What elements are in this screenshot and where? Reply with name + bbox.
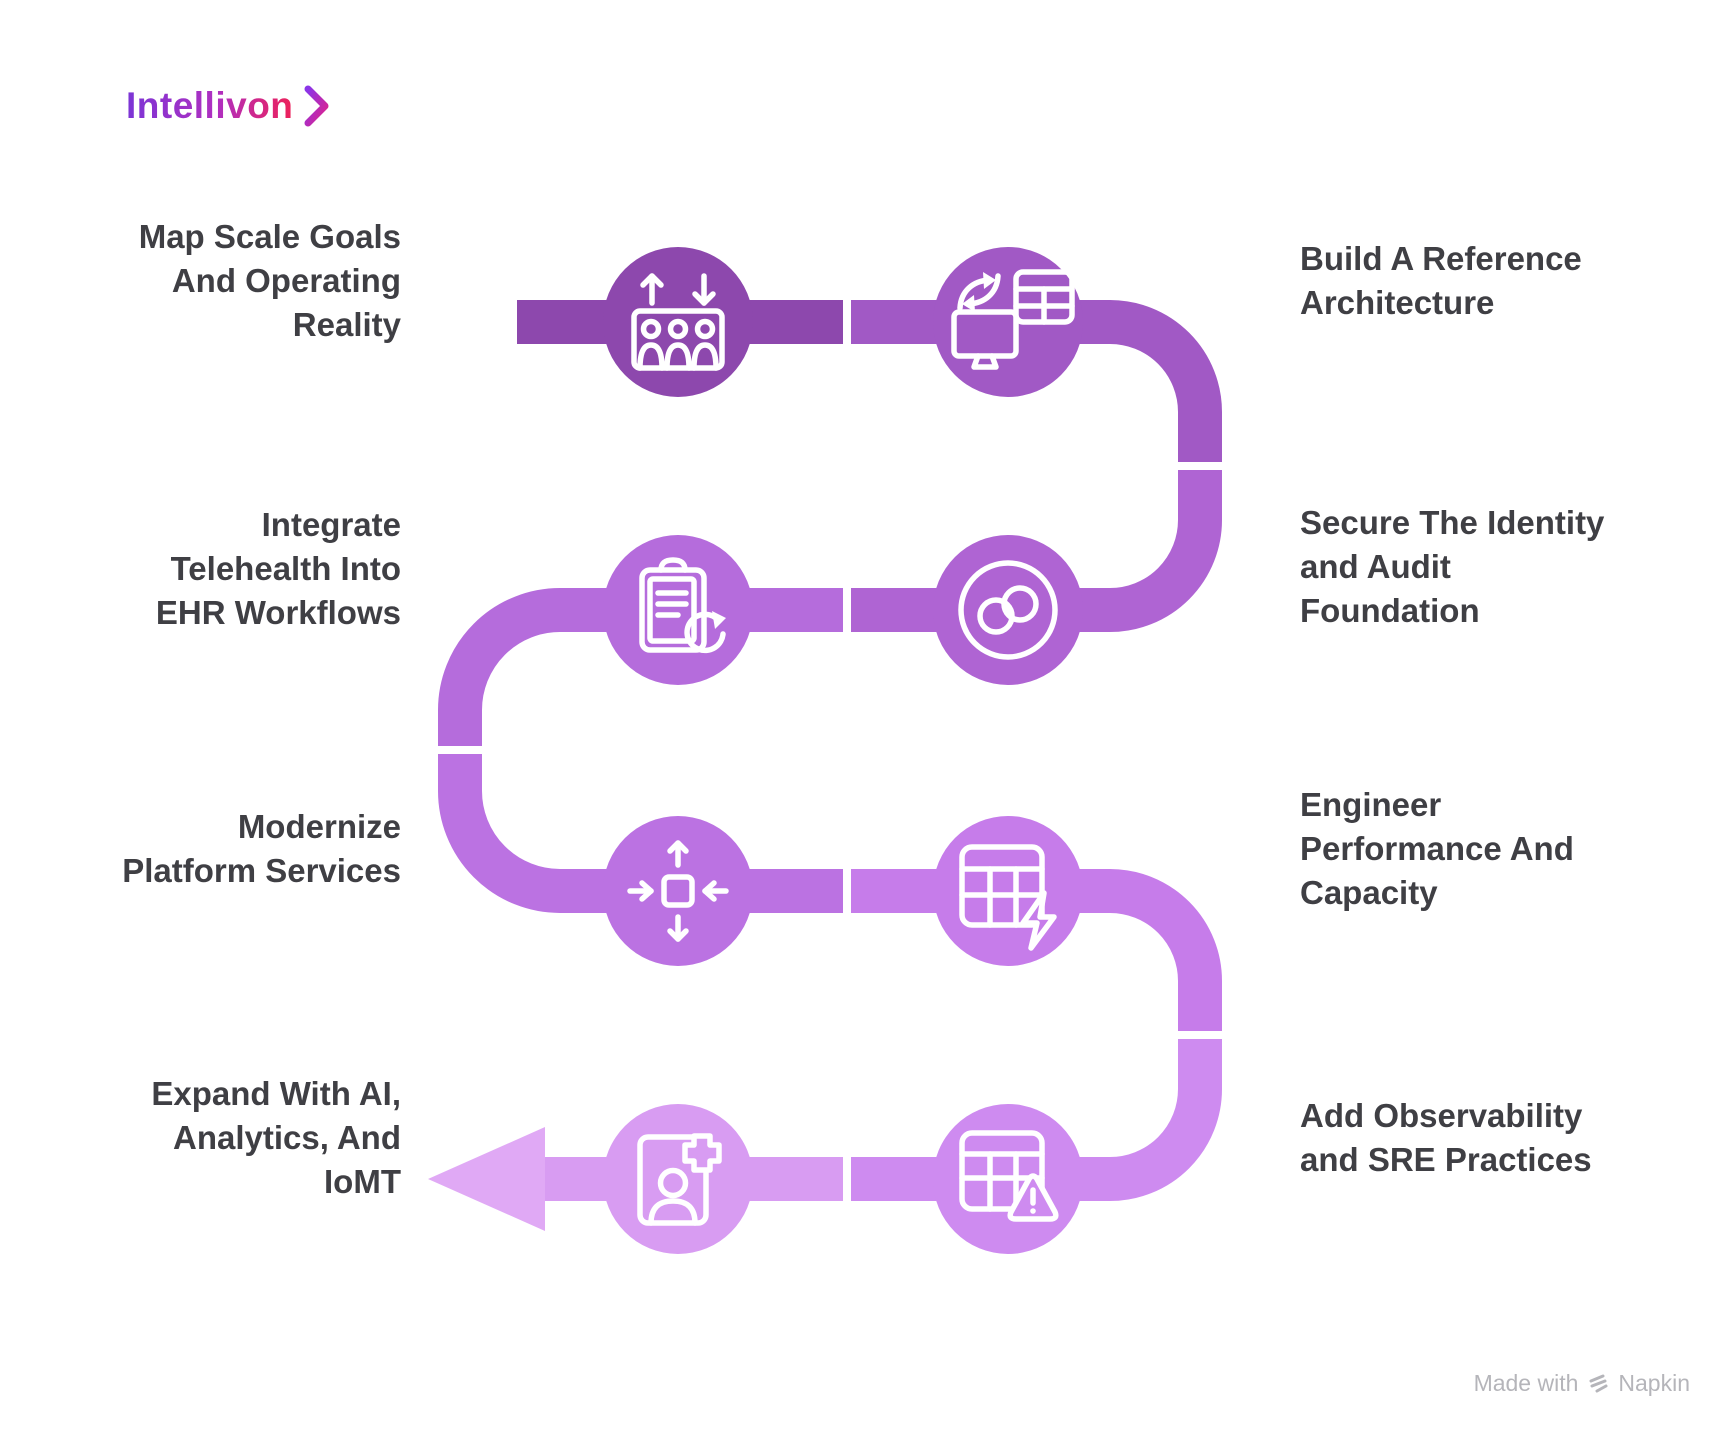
step-label-map-scale-goals: Map Scale Goals And Operating Reality xyxy=(138,218,401,343)
logo-wordmark: Intellivon xyxy=(126,85,294,126)
clipboard-sync-icon xyxy=(639,557,726,654)
made-with-text: Made with xyxy=(1473,1370,1579,1396)
data-transfer-icon xyxy=(951,269,1075,370)
patient-card-icon xyxy=(637,1133,722,1226)
flow-elbow2-bottom xyxy=(438,754,678,913)
chevron-right-icon xyxy=(304,85,329,127)
table-lightning-icon xyxy=(959,844,1057,951)
step-label-observability-sre: Add Observability and SRE Practices xyxy=(1300,1097,1592,1178)
flow-elbow2-top xyxy=(438,588,678,746)
flow-end-arrow xyxy=(428,1127,545,1231)
people-capacity-icon xyxy=(631,273,725,371)
step-label-reference-architecture: Build A Reference Architecture xyxy=(1300,240,1582,321)
resize-square-icon xyxy=(627,840,729,942)
step-label-ai-analytics-iomt: Expand With AI, Analytics, And IoMT xyxy=(151,1075,401,1200)
step-4-circle xyxy=(603,535,753,685)
intellivon-logo: Intellivon xyxy=(126,84,333,128)
flow-elbow1-top xyxy=(1008,300,1222,462)
step-label-identity-audit: Secure The Identity and Audit Foundation xyxy=(1300,504,1605,629)
napkin-brand-text: Napkin xyxy=(1618,1370,1690,1396)
table-warning-icon xyxy=(959,1130,1059,1222)
step-label-performance-capacity: Engineer Performance And Capacity xyxy=(1300,786,1574,911)
step-6-circle xyxy=(933,816,1083,966)
step-8-circle xyxy=(603,1104,753,1254)
step-label-platform-services: Modernize Platform Services xyxy=(122,808,401,889)
linked-rings-icon xyxy=(958,560,1058,660)
made-with-napkin: Made with Napkin xyxy=(1474,1370,1690,1397)
step-label-telehealth-ehr: Integrate Telehealth Into EHR Workflows xyxy=(155,506,401,631)
flow-elbow3-top xyxy=(1008,869,1222,1031)
flow-elbow3-bottom xyxy=(1008,1039,1222,1201)
napkin-logo-icon xyxy=(1589,1374,1608,1392)
step-5-circle xyxy=(603,816,753,966)
flow-elbow1-bottom xyxy=(1008,470,1222,632)
